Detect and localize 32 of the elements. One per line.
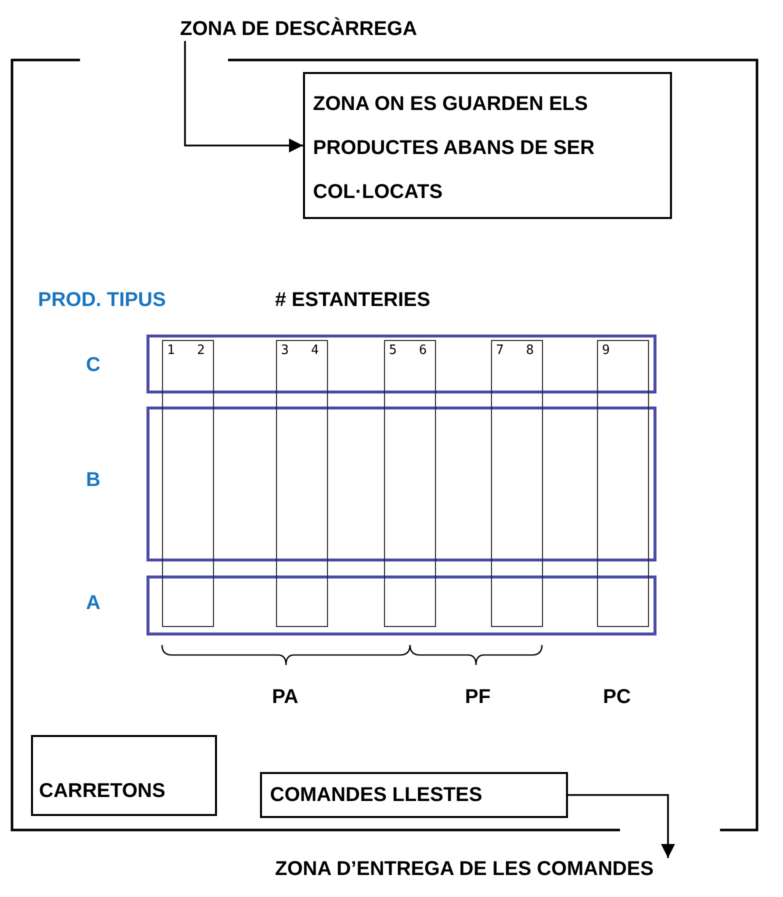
shelf-unit [276,340,328,627]
ready-orders-box [260,772,568,818]
shelf-unit [162,340,214,627]
zone-label: ZONA ON ES GUARDEN ELS PRODUCTES ABANS DE SER COL·LOCATS [313,92,596,205]
shelf-unit [597,340,649,627]
row-letter: B [86,469,100,492]
area-name: CARRETONS [39,779,166,804]
row-letter: A [86,592,100,615]
column-heading: PROD. TIPUS [38,289,166,312]
shelf-unit [384,340,436,627]
shelf-number: 1 [167,343,175,358]
shelf-number: 5 [389,343,397,358]
shelf-number: 6 [419,343,427,358]
arrow [568,794,675,858]
area-label: ZONA D’ENTREGA DE LES COMANDES [275,858,654,881]
shelf-number: 4 [311,343,319,358]
row-letter: C [86,354,100,377]
area-label: ZONA DE DESCÀRREGA [180,18,418,41]
area-name: COMANDES LLESTES [270,783,484,808]
shelf-number: 9 [602,343,610,358]
shelf-unit [491,340,543,627]
storage-zone-box [303,72,672,219]
shelf-number: 7 [496,343,504,358]
group-name: PF [465,686,491,709]
group-name: PA [272,686,298,709]
arrow [184,41,303,152]
column-heading: # ESTANTERIES [275,289,430,312]
shelf-number: 8 [526,343,534,358]
shelf-number: 3 [281,343,289,358]
group-name: PC [603,686,631,709]
shelf-number: 2 [197,343,205,358]
trolley-area-box [31,735,217,816]
